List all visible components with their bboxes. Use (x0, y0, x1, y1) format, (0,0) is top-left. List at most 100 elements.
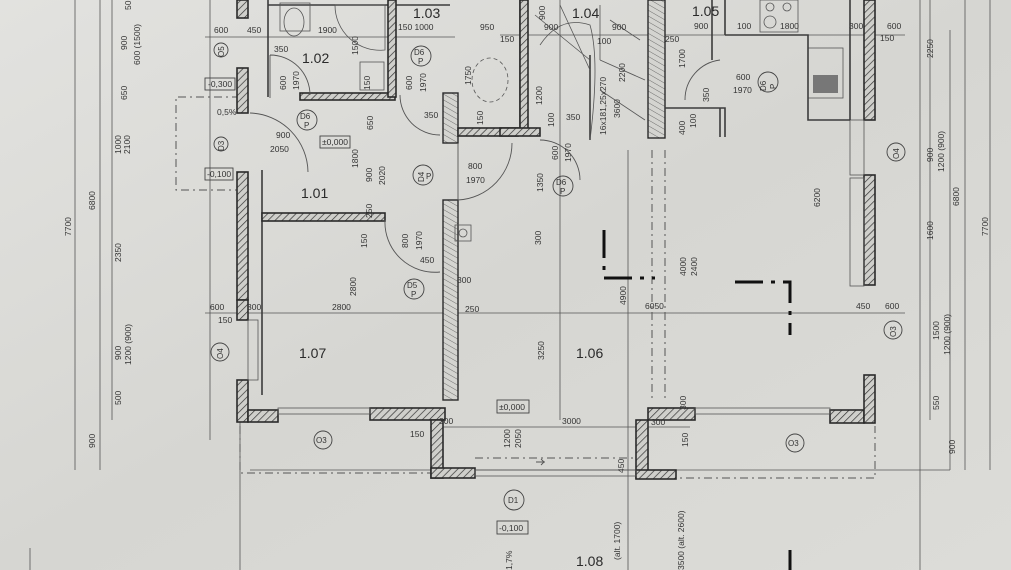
dimension-lines (29, 0, 991, 570)
dimension-label: 900 (925, 148, 935, 162)
dimension-label: 600 (214, 25, 228, 35)
dimension-label: 400 (677, 121, 687, 135)
door-tag-sub: P (560, 187, 565, 196)
window-tag: O3 (316, 436, 327, 445)
dimension-label: 600 (404, 76, 414, 90)
level-markers: -0,300 0,5% ±0,000 -0,100 ±0,000 -0,100 (204, 77, 530, 535)
level-marker: -0,100 (207, 169, 231, 179)
dimension-label: 2800 (348, 277, 358, 296)
dimension-label: 1970 (418, 73, 428, 92)
dimension-label: 150 (218, 315, 232, 325)
dimension-label: 150 (500, 34, 514, 44)
dimension-label: 250 (364, 204, 374, 218)
dimension-label: 900 (87, 434, 97, 448)
dimension-label: 7700 (63, 217, 73, 236)
window-tag: O4 (892, 148, 901, 159)
room-label: 1.01 (301, 185, 328, 201)
dimension-label: 1970 (733, 85, 752, 95)
dimension-label: 150 (680, 433, 690, 447)
dimension-label: 1900 (318, 25, 337, 35)
door-tag-sub: P (411, 290, 416, 299)
dimension-label: 300 (651, 417, 665, 427)
dimension-label: 2050 (270, 144, 289, 154)
dimension-label: 1200 (534, 86, 544, 105)
dimension-label: 600 (278, 76, 288, 90)
dimension-label: 900 (694, 21, 708, 31)
dimension-label: 450 (420, 255, 434, 265)
dimension-label: 900 (947, 440, 957, 454)
door-tag: D1 (508, 496, 519, 505)
walls (236, 0, 876, 480)
dimension-label: 650 (365, 116, 375, 130)
dimension-label: 800 (468, 161, 482, 171)
dimension-label: 6800 (951, 187, 961, 206)
dimension-label: 2100 (122, 135, 132, 154)
dimension-label: 150 (359, 234, 369, 248)
door-tag-sub: P (426, 172, 431, 181)
dimension-label: 250 (465, 304, 479, 314)
dimension-label: 350 (701, 88, 711, 102)
dimension-label: 1700 (677, 49, 687, 68)
dimension-label: (alt. 1700) (612, 522, 622, 560)
dimension-label: 4000 (678, 257, 688, 276)
dimension-label: 1000 (113, 135, 123, 154)
room-label: 1.07 (299, 345, 326, 361)
dimension-label: 650 (119, 86, 129, 100)
dimension-label: 600 (887, 21, 901, 31)
level-marker: -0,100 (499, 523, 523, 533)
dimension-label: 1500 (931, 321, 941, 340)
level-marker: ±0,000 (499, 402, 525, 412)
window-tag: O4 (216, 348, 225, 359)
dimension-label: 3000 (562, 416, 581, 426)
level-marker: -0,300 (208, 79, 232, 89)
dimension-label: 900 (364, 168, 374, 182)
dimension-label: 6800 (87, 191, 97, 210)
dimension-label: 350 (274, 44, 288, 54)
door-tag: D6 (300, 112, 311, 121)
dimension-label: 1200 (900) (123, 324, 133, 365)
room-label: 1.03 (413, 5, 440, 21)
dimension-label: 300 (533, 231, 543, 245)
door-tag: D6 (556, 178, 567, 187)
room-label: 1.02 (302, 50, 329, 66)
dimension-label: 6050 (645, 301, 664, 311)
dimension-label: 50 (123, 0, 133, 10)
door-tag-sub: P (304, 121, 309, 130)
dimension-label: 1500 (350, 36, 360, 55)
dimension-label: 900 (276, 130, 290, 140)
dimension-label: 1800 (780, 21, 799, 31)
dimension-label: 900 (119, 36, 129, 50)
dimension-label: 16x181,25x270 (598, 77, 608, 135)
dimension-label: 1600 (925, 221, 935, 240)
dimension-label: 1970 (466, 175, 485, 185)
dimension-label: 900 (113, 346, 123, 360)
room-label: 1.08 (576, 553, 603, 569)
dimension-label: 2200 (617, 63, 627, 82)
dimension-label: 1970 (563, 143, 573, 162)
dimension-label: 300 (849, 21, 863, 31)
room-label: 1.05 (692, 3, 719, 19)
dimension-label: 800 (400, 234, 410, 248)
dimension-label: 150 (410, 429, 424, 439)
dimension-label: 2020 (377, 166, 387, 185)
dimension-label: 1970 (414, 231, 424, 250)
dimension-label: 7700 (980, 217, 990, 236)
dimension-label: 900 (544, 22, 558, 32)
dimension-label: 2800 (332, 302, 351, 312)
dimension-label: 350 (566, 112, 580, 122)
dimension-label: 2400 (689, 257, 699, 276)
dimension-label: 450 (247, 25, 261, 35)
slope-label: 0,5% (217, 107, 237, 117)
dimension-label: 150 1000 (398, 22, 434, 32)
dimension-label: 500 (113, 391, 123, 405)
dimension-label: 600 (550, 146, 560, 160)
level-marker: ±0,000 (322, 137, 348, 147)
dimension-label: 3250 (536, 341, 546, 360)
dimension-label: 1200 (900) (936, 131, 946, 172)
dimension-label: 1200 (502, 429, 512, 448)
dimension-label: 450 (856, 301, 870, 311)
dimension-label: 1,7% (504, 550, 514, 570)
dimension-label: 100 (546, 113, 556, 127)
dimension-label: 1200 (900) (942, 314, 952, 355)
